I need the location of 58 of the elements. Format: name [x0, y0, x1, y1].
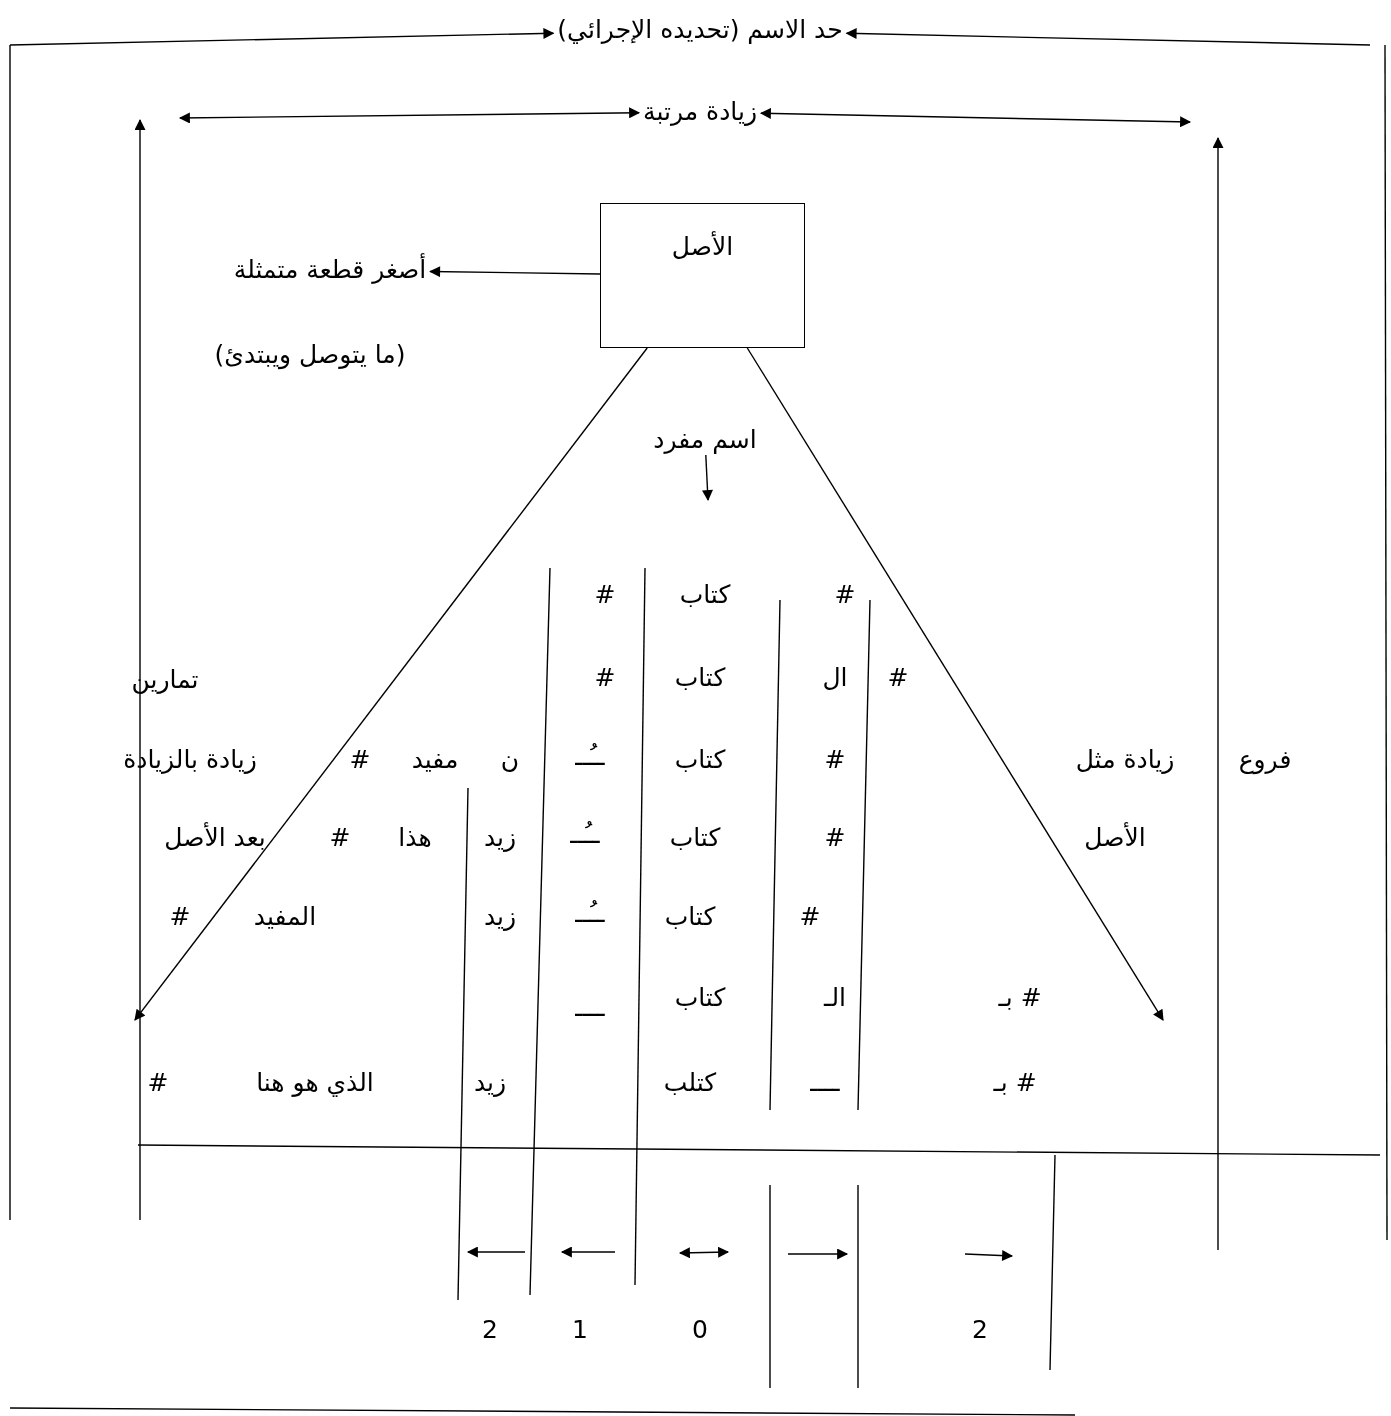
arrow	[759, 107, 1192, 128]
label-text: ن	[499, 745, 521, 775]
label-text: ــُــ	[574, 899, 606, 929]
label-text: ال	[821, 663, 849, 693]
arrow	[178, 107, 641, 124]
label-text: #	[168, 902, 192, 932]
label-text: بعد الأصل	[163, 823, 267, 853]
label-text: #	[348, 745, 372, 775]
label-text: #	[146, 1068, 170, 1098]
label-text: الأصل	[1083, 823, 1147, 853]
label-text: #	[798, 902, 822, 932]
box-text: الأصل	[670, 232, 735, 262]
arrow	[9, 27, 555, 46]
label-text: أصغر قطعة متمثلة	[232, 255, 428, 285]
label-text: زيد	[472, 1068, 508, 1098]
label-text: كتاب	[668, 823, 722, 853]
label-text: ــــ	[809, 1068, 841, 1098]
label-text: ــــ	[574, 993, 606, 1023]
label-text: كتاب	[673, 663, 727, 693]
label-text: #	[328, 823, 352, 853]
arrow	[134, 347, 648, 1021]
label-text: # بـ	[992, 1068, 1038, 1098]
label-text: كتاب	[673, 983, 727, 1013]
label-text: #	[886, 663, 910, 693]
label-text: الـ	[823, 983, 847, 1013]
label-text: فروع	[1237, 745, 1293, 775]
heading-text: حد الاسم (تحديده الإجرائي)	[556, 15, 844, 45]
label-text: # بـ	[997, 983, 1043, 1013]
label-text: مفيد	[410, 745, 460, 775]
label-text: هذا	[397, 823, 433, 853]
label-text: كتاب	[663, 902, 717, 932]
label-text: كتاب	[678, 580, 732, 610]
label-text: #	[823, 823, 847, 853]
arrow	[845, 28, 1371, 46]
arrow	[746, 347, 1164, 1021]
label-text: #	[593, 580, 617, 610]
label-text: #	[593, 663, 617, 693]
label-text: زيد	[482, 823, 518, 853]
label-text: 2	[971, 1315, 989, 1345]
label-text: 2	[481, 1315, 499, 1345]
label-text: 0	[691, 1315, 709, 1345]
label-text: (ما يتوصل ويبتدئ)	[213, 340, 407, 370]
label-text: #	[823, 745, 847, 775]
label-text: زيد	[482, 902, 518, 932]
label-text: زيادة مرتبة	[642, 97, 758, 127]
box	[600, 203, 805, 348]
label-text: اسم مفرد	[652, 425, 758, 455]
arrow	[429, 266, 601, 278]
arrow	[702, 454, 713, 502]
label-text: 1	[571, 1315, 589, 1345]
label-text: الذي هو هنا	[255, 1068, 375, 1098]
label-text: ــُــ	[569, 820, 601, 850]
label-text: المفيد	[252, 902, 318, 932]
label-text: كتاب	[673, 745, 727, 775]
label-text: #	[833, 580, 857, 610]
label-text: ــُــ	[574, 742, 606, 772]
label-text: كتلب	[662, 1068, 718, 1098]
label-text: زيادة مثل	[1074, 745, 1176, 775]
